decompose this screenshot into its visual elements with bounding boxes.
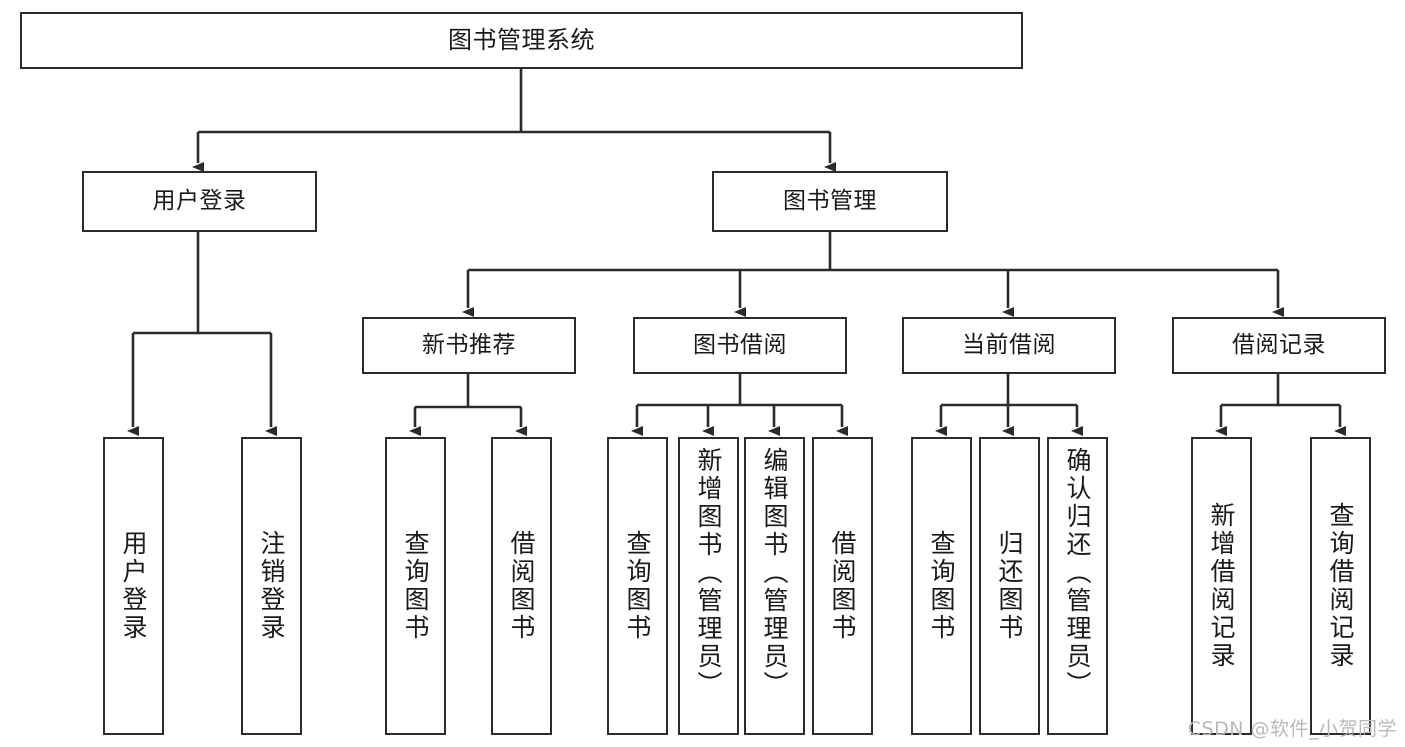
node-root[interactable]: 图书管理系统	[20, 12, 1023, 69]
node-leaf-query-book-2-label: 查询图书	[623, 530, 652, 642]
node-leaf-user-login-label: 用户登录	[119, 530, 148, 642]
node-leaf-add-book-admin-label: 新增图书（管理员）	[694, 447, 723, 699]
node-leaf-query-borrow-record[interactable]: 查询借阅记录	[1310, 437, 1371, 735]
node-leaf-query-book-3[interactable]: 查询图书	[911, 437, 972, 735]
node-leaf-borrow-book-2-label: 借阅图书	[828, 530, 857, 642]
node-leaf-edit-book-admin-label: 编辑图书（管理员）	[760, 447, 789, 699]
node-leaf-borrow-book-2[interactable]: 借阅图书	[812, 437, 873, 735]
node-leaf-add-borrow-record[interactable]: 新增借阅记录	[1191, 437, 1252, 735]
node-book-manage[interactable]: 图书管理	[712, 171, 948, 232]
node-leaf-query-book-1-label: 查询图书	[401, 530, 430, 642]
node-new-book-recommend[interactable]: 新书推荐	[362, 317, 576, 374]
node-leaf-query-book-3-label: 查询图书	[927, 530, 956, 642]
node-book-borrow[interactable]: 图书借阅	[633, 317, 847, 374]
node-leaf-query-book-2[interactable]: 查询图书	[607, 437, 668, 735]
node-new-book-recommend-label: 新书推荐	[422, 331, 516, 358]
node-borrow-record[interactable]: 借阅记录	[1172, 317, 1386, 374]
node-user-login-label: 用户登录	[152, 187, 247, 214]
node-leaf-query-borrow-record-label: 查询借阅记录	[1326, 502, 1355, 670]
node-leaf-edit-book-admin[interactable]: 编辑图书（管理员）	[744, 437, 805, 735]
node-leaf-return-book-label: 归还图书	[995, 530, 1024, 642]
node-book-manage-label: 图书管理	[783, 187, 877, 214]
node-leaf-return-book[interactable]: 归还图书	[979, 437, 1040, 735]
node-leaf-logout-login-label: 注销登录	[257, 530, 286, 642]
node-leaf-add-book-admin[interactable]: 新增图书（管理员）	[678, 437, 739, 735]
node-leaf-add-borrow-record-label: 新增借阅记录	[1207, 502, 1236, 670]
node-leaf-confirm-return-admin-label: 确认归还（管理员）	[1063, 447, 1092, 699]
node-user-login[interactable]: 用户登录	[82, 171, 317, 232]
node-leaf-borrow-book-1[interactable]: 借阅图书	[491, 437, 552, 735]
node-current-borrow[interactable]: 当前借阅	[902, 317, 1116, 374]
node-leaf-borrow-book-1-label: 借阅图书	[507, 530, 536, 642]
node-current-borrow-label: 当前借阅	[962, 331, 1056, 358]
node-leaf-user-login[interactable]: 用户登录	[103, 437, 164, 735]
node-borrow-record-label: 借阅记录	[1232, 331, 1326, 358]
node-leaf-query-book-1[interactable]: 查询图书	[385, 437, 446, 735]
node-leaf-confirm-return-admin[interactable]: 确认归还（管理员）	[1047, 437, 1108, 735]
node-book-borrow-label: 图书借阅	[693, 331, 787, 358]
csdn-watermark: CSDN @软件_小贺同学	[1187, 718, 1397, 740]
node-root-label: 图书管理系统	[448, 26, 595, 55]
node-leaf-logout-login[interactable]: 注销登录	[241, 437, 302, 735]
